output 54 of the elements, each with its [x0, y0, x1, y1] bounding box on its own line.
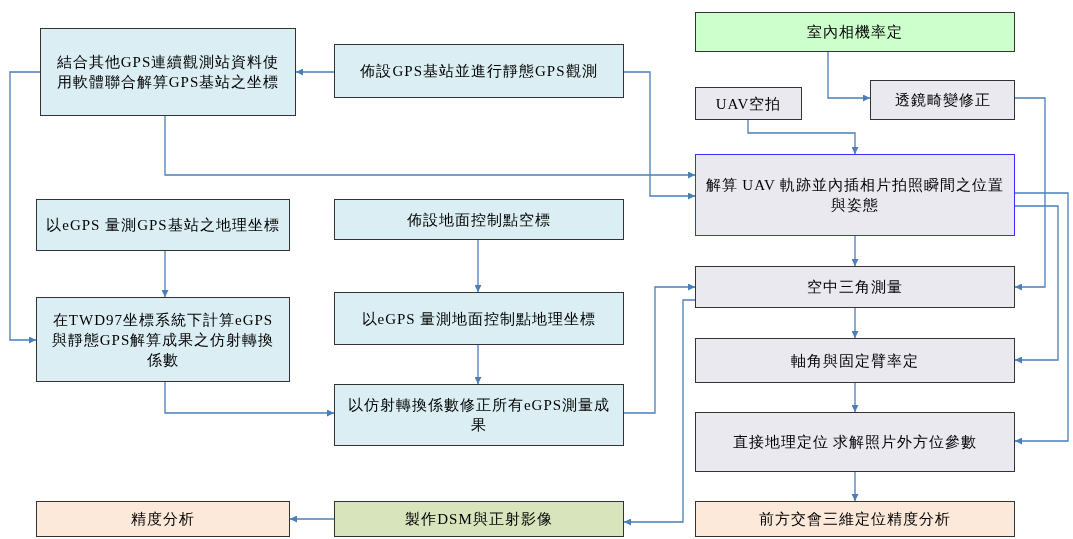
step-text: 佈設地面控制點空標 — [407, 210, 551, 230]
process-box — [36, 501, 290, 537]
step-text: 結合其他GPS連續觀測站資料使用軟體聯合解算GPS基站之坐標 — [55, 53, 281, 92]
step-text: 佈設GPS基站並進行靜態GPS觀測 — [360, 62, 598, 81]
process-box — [695, 412, 1015, 472]
arrow — [851, 235, 859, 267]
step-text: 軸角與固定臂率定 — [791, 351, 919, 371]
process-box — [695, 154, 1015, 236]
step-text: 透鏡畸變修正 — [894, 91, 991, 110]
process-box — [695, 12, 1015, 52]
process-box — [695, 338, 1015, 383]
process-box — [36, 199, 290, 251]
step-text: 以仿射轉換係數修正所有eGPS測量成果 — [346, 396, 612, 435]
process-box — [40, 28, 296, 116]
process-box — [334, 292, 624, 345]
arrow — [474, 344, 482, 385]
step-text: 在TWD97坐標系統下計算eGPS與靜態GPS解算成果之仿射轉換係數 — [50, 310, 276, 370]
arrow — [623, 283, 696, 414]
arrow — [827, 51, 871, 102]
arrow — [1014, 192, 1069, 445]
process-box — [334, 44, 624, 98]
arrow — [161, 250, 169, 298]
arrow — [851, 471, 859, 502]
process-box — [695, 87, 802, 120]
step-text: 精度分析 — [131, 510, 195, 529]
process-box — [695, 501, 1015, 537]
process-box — [334, 384, 624, 446]
arrow — [474, 239, 482, 293]
arrow — [9, 71, 41, 344]
arrow — [164, 115, 696, 179]
arrow — [1014, 97, 1046, 291]
process-box — [334, 501, 624, 537]
arrow — [851, 307, 859, 339]
arrow — [289, 515, 335, 523]
process-box — [870, 80, 1015, 120]
step-text: 以eGPS 量測地面控制點地理坐標 — [361, 309, 597, 329]
arrow — [164, 381, 335, 417]
step-text: 以eGPS 量測GPS基站之地理坐標 — [46, 216, 280, 235]
step-text: 製作DSM與正射影像 — [405, 510, 553, 529]
step-text: 室內相機率定 — [807, 23, 903, 42]
arrow — [747, 119, 859, 155]
step-text: 直接地理定位 求解照片外方位參數 — [732, 433, 978, 452]
step-text: UAV空拍 — [715, 94, 782, 114]
step-text: 解算 UAV 軌跡並內插相片拍照瞬間之位置與姿態 — [704, 176, 1006, 215]
process-box — [36, 297, 290, 382]
arrow — [295, 68, 335, 76]
step-text: 前方交會三維定位精度分析 — [759, 510, 951, 529]
process-box — [695, 266, 1015, 308]
arrow — [623, 71, 696, 200]
step-text: 空中三角測量 — [807, 278, 903, 297]
process-box — [334, 199, 624, 240]
arrow — [1014, 205, 1059, 364]
arrow — [851, 382, 859, 413]
arrow — [623, 299, 696, 526]
